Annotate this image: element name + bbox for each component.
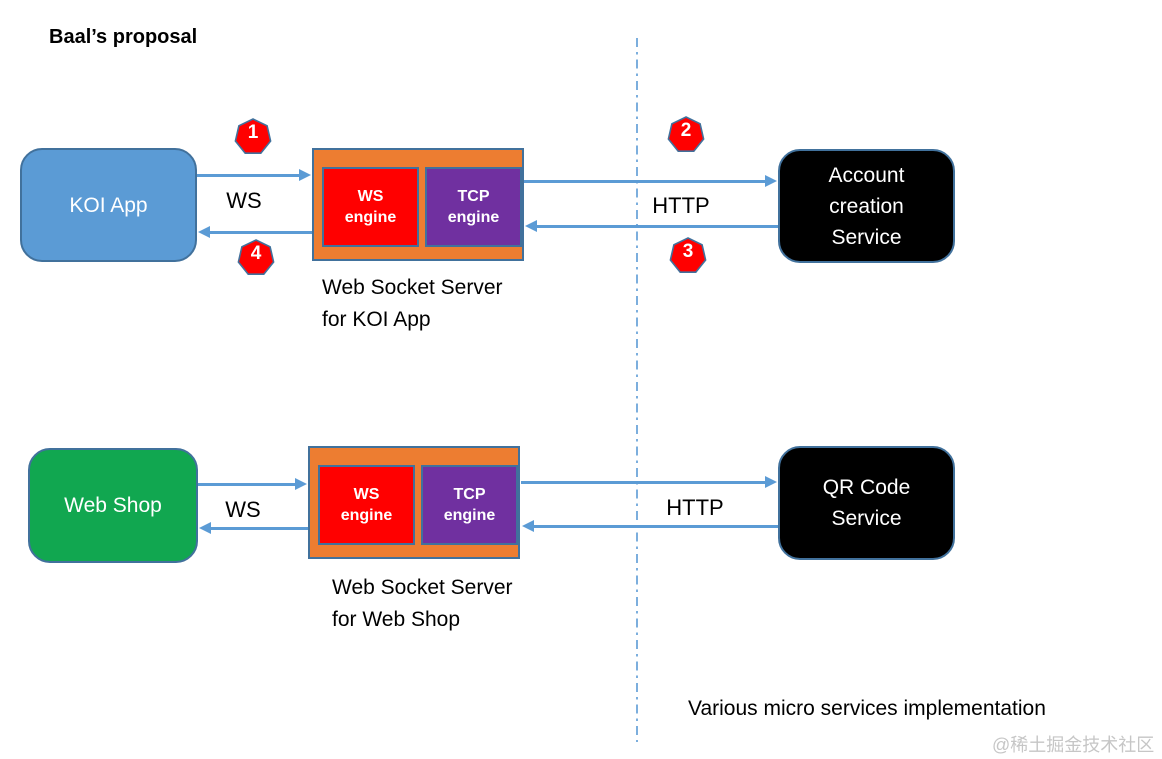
arrow-server-to-webshop xyxy=(199,522,308,534)
ws-engine-row2: WS engine xyxy=(318,465,415,545)
tcp-engine-row1: TCP engine xyxy=(425,167,522,247)
footer-note: Various micro services implementation xyxy=(688,697,1046,720)
step-badge-1: 1 xyxy=(233,117,273,159)
watermark: @稀土掘金技术社区 xyxy=(992,735,1155,755)
ws-engine-label: WS engine xyxy=(340,486,393,524)
arrow-koi-to-server xyxy=(197,169,311,181)
step-badge-2: 2 xyxy=(666,115,706,157)
ws-engine-row1: WS engine xyxy=(322,167,419,247)
ws-engine-label: WS engine xyxy=(344,188,397,226)
service-line: QR Code xyxy=(822,476,911,499)
server-caption-row1: Web Socket Server for KOI App xyxy=(322,272,503,336)
heptagon-icon xyxy=(237,239,275,276)
step-number-2: 2 xyxy=(680,120,692,141)
service-line: creation xyxy=(829,194,904,218)
server-caption-row2: Web Socket Server for Web Shop xyxy=(332,572,513,636)
service-line: Service xyxy=(831,225,902,249)
qr-code-service-node: QR Code Service xyxy=(778,446,955,560)
server-caption-line2: for KOI App xyxy=(322,308,431,331)
arrow-account-to-server xyxy=(525,220,778,232)
server-caption-line2: for Web Shop xyxy=(332,608,461,631)
arrow-server-to-koi xyxy=(198,226,312,238)
heptagon-icon xyxy=(234,118,272,155)
tcp-engine-row2: TCP engine xyxy=(421,465,518,545)
ws-protocol-label-row2: WS xyxy=(225,497,261,522)
step-badge-4: 4 xyxy=(236,238,276,280)
websocket-server-row2: WS engine TCP engine xyxy=(308,446,520,559)
account-creation-service-node: Account creation Service xyxy=(778,149,955,263)
koi-app-label: KOI App xyxy=(69,193,148,217)
server-caption-line1: Web Socket Server xyxy=(332,576,513,599)
arrow-server-to-account xyxy=(524,175,777,187)
arrow-qr-to-server xyxy=(522,520,778,532)
arrow-webshop-to-server xyxy=(198,478,307,490)
heptagon-icon xyxy=(669,237,707,274)
http-protocol-label-row2: HTTP xyxy=(666,495,724,520)
tcp-engine-label: TCP engine xyxy=(447,188,500,226)
tcp-engine-label: TCP engine xyxy=(443,486,496,524)
service-line: Service xyxy=(831,507,902,530)
ws-protocol-label-row1: WS xyxy=(226,188,262,213)
step-number-3: 3 xyxy=(682,241,694,262)
arrow-server-to-qr xyxy=(521,476,777,488)
service-line: Account xyxy=(828,163,905,187)
step-number-4: 4 xyxy=(250,243,262,264)
websocket-server-row1: WS engine TCP engine xyxy=(312,148,524,261)
diagram-title: Baal’s proposal xyxy=(49,26,198,48)
koi-app-node: KOI App xyxy=(20,148,197,262)
heptagon-icon xyxy=(667,116,705,153)
separator-dashed-line xyxy=(636,38,638,742)
web-shop-label: Web Shop xyxy=(64,494,162,517)
http-protocol-label-row1: HTTP xyxy=(652,193,710,218)
web-shop-node: Web Shop xyxy=(28,448,198,563)
server-caption-line1: Web Socket Server xyxy=(322,276,503,299)
step-badge-3: 3 xyxy=(668,236,708,278)
step-number-1: 1 xyxy=(247,122,259,143)
